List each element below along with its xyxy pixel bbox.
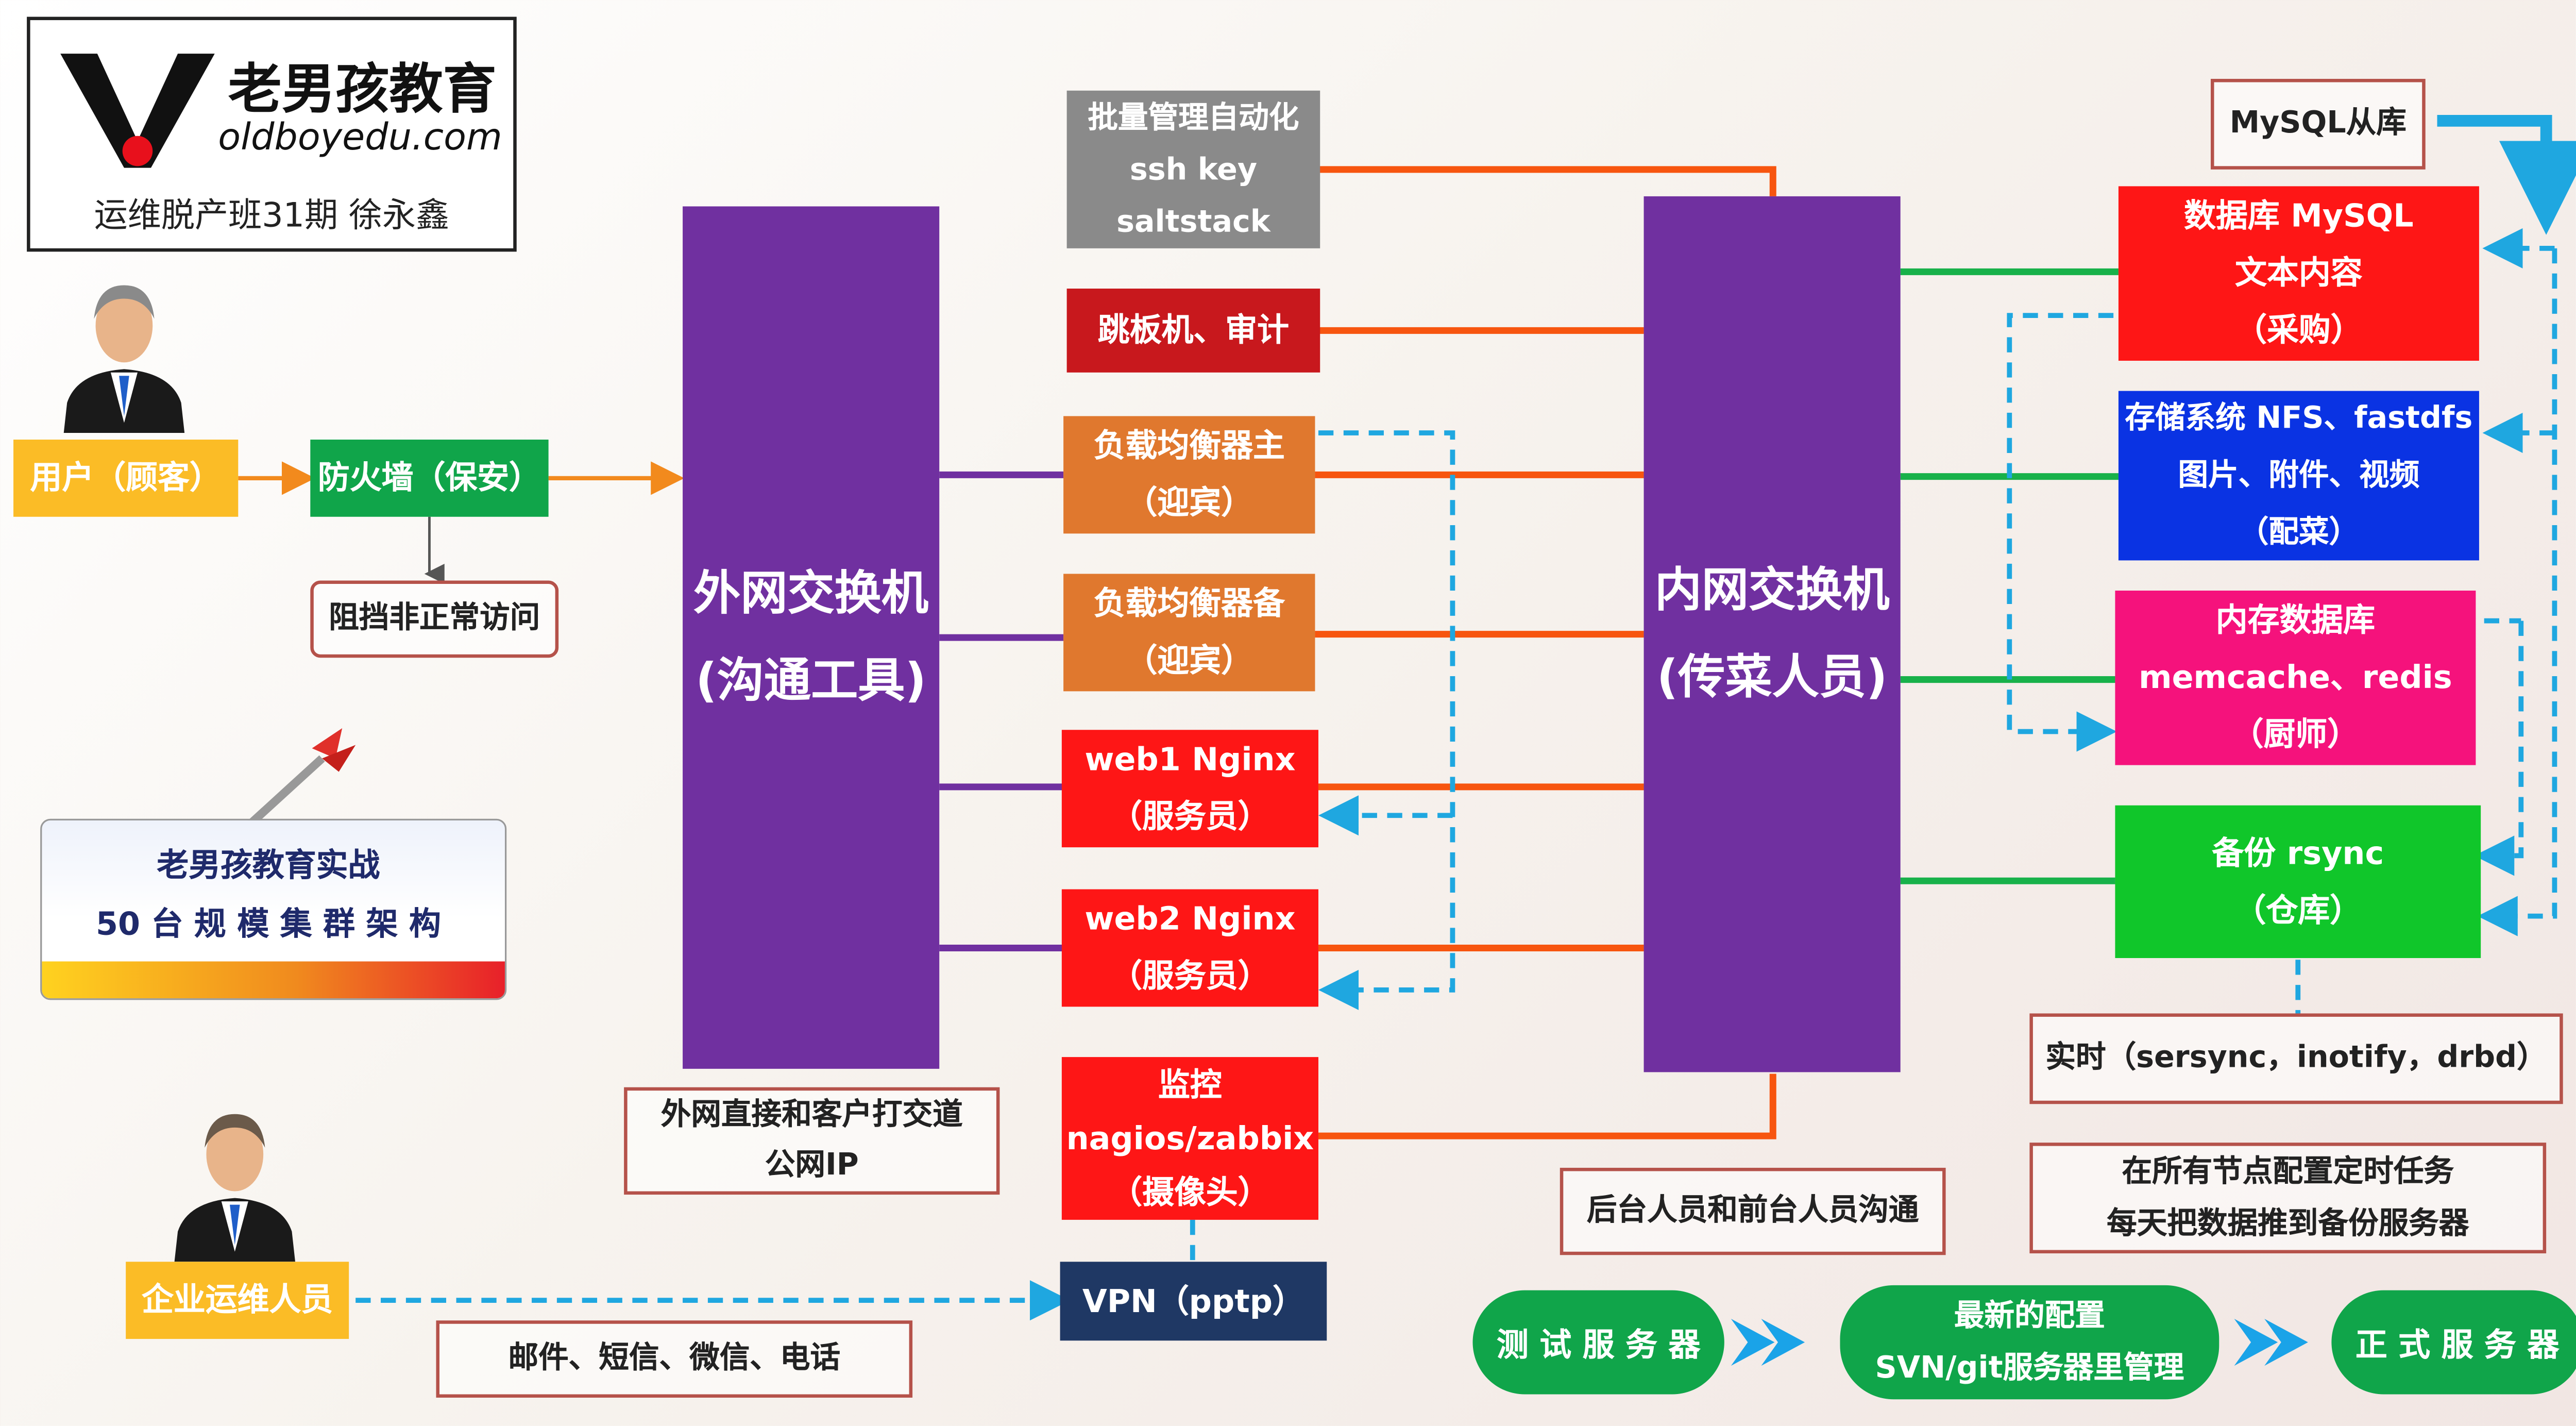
pipeline-arrows: [1731, 1318, 2308, 1366]
user-node: 用户（顾客）: [13, 439, 239, 517]
memdb-node: 内存数据库 memcache、redis （厨师）: [2115, 591, 2476, 765]
badge-line2: 50 台 规 模 集 群 架 构: [95, 906, 441, 943]
ops-contact-note: 邮件、短信、微信、电话: [436, 1320, 913, 1398]
batch-mgmt-node: 批量管理自动化 ssh key saltstack: [1066, 90, 1320, 248]
web2-node: web2 Nginx （服务员）: [1061, 889, 1318, 1007]
logo-box: 老男孩教育 oldboyedu.com 运维脱产班31期 徐永鑫: [27, 16, 517, 252]
lb-backup-node: 负载均衡器备 （迎宾）: [1063, 574, 1315, 692]
realtime-note: 实时（sersync，inotify，drbd）: [2029, 1013, 2563, 1104]
mysql-node: 数据库 MySQL 文本内容 （采购）: [2118, 186, 2479, 361]
inner-switch: 内网交换机 (传菜人员): [1643, 196, 1901, 1072]
logo-brand-cn: 老男孩教育: [228, 57, 497, 121]
test-server-pill: 测 试 服 务 器: [1472, 1290, 1724, 1395]
jump-server-node: 跳板机、审计: [1066, 288, 1320, 373]
badge-stripe: [42, 961, 505, 999]
dart-icon: [242, 728, 356, 832]
user-label: 用户（顾客）: [30, 460, 222, 497]
prod-server-pill: 正 式 服 务 器: [2331, 1290, 2576, 1395]
storage-node: 存储系统 NFS、fastdfs 图片、附件、视频 （配菜）: [2118, 391, 2479, 561]
web1-node: web1 Nginx （服务员）: [1061, 730, 1318, 848]
businessman-icon: [174, 1114, 296, 1262]
config-server-pill: 最新的配置 SVN/git服务器里管理: [1840, 1285, 2219, 1400]
outer-switch-note: 外网直接和客户打交道 公网IP: [624, 1087, 1000, 1195]
logo-subtitle: 运维脱产班31期 徐永鑫: [94, 194, 450, 235]
firewall-label: 防火墙（保安）: [317, 460, 541, 497]
vpn-node: VPN（pptp）: [1060, 1262, 1327, 1341]
businessman-icon: [63, 285, 185, 433]
ops-node: 企业运维人员: [126, 1262, 349, 1339]
backup-node: 备份 rsync （仓库）: [2115, 805, 2481, 959]
logo-v-icon: [60, 54, 215, 168]
inner-switch-links: [1315, 166, 1776, 1139]
outer-switch-links: [939, 471, 1064, 951]
lb-master-node: 负载均衡器主 （迎宾）: [1063, 416, 1315, 534]
inner-switch-line1: 内网交换机: [1654, 562, 1890, 618]
inner-switch-line2: (传菜人员): [1656, 649, 1888, 705]
practice-badge: 老男孩教育实战 50 台 规 模 集 群 架 构: [40, 818, 507, 1000]
inner-switch-note: 后台人员和前台人员沟通: [1560, 1167, 1946, 1255]
outer-switch-line2: (沟通工具): [696, 652, 927, 708]
slave-sync-arrow: [2437, 115, 2576, 235]
monitor-node: 监控 nagios/zabbix （摄像头）: [1061, 1057, 1318, 1220]
firewall-node: 防火墙（保安）: [310, 439, 549, 517]
cron-note: 在所有节点配置定时任务 每天把数据推到备份服务器: [2029, 1143, 2547, 1254]
outer-switch-line1: 外网交换机: [693, 565, 929, 621]
firewall-note: 阻挡非正常访问: [310, 580, 559, 658]
badge-line1: 老男孩教育实战: [157, 847, 380, 884]
mysql-slave-node: MySQL从库: [2211, 79, 2426, 170]
logo-brand-url: oldboyedu.com: [218, 117, 502, 160]
outer-switch: 外网交换机 (沟通工具): [683, 206, 940, 1069]
